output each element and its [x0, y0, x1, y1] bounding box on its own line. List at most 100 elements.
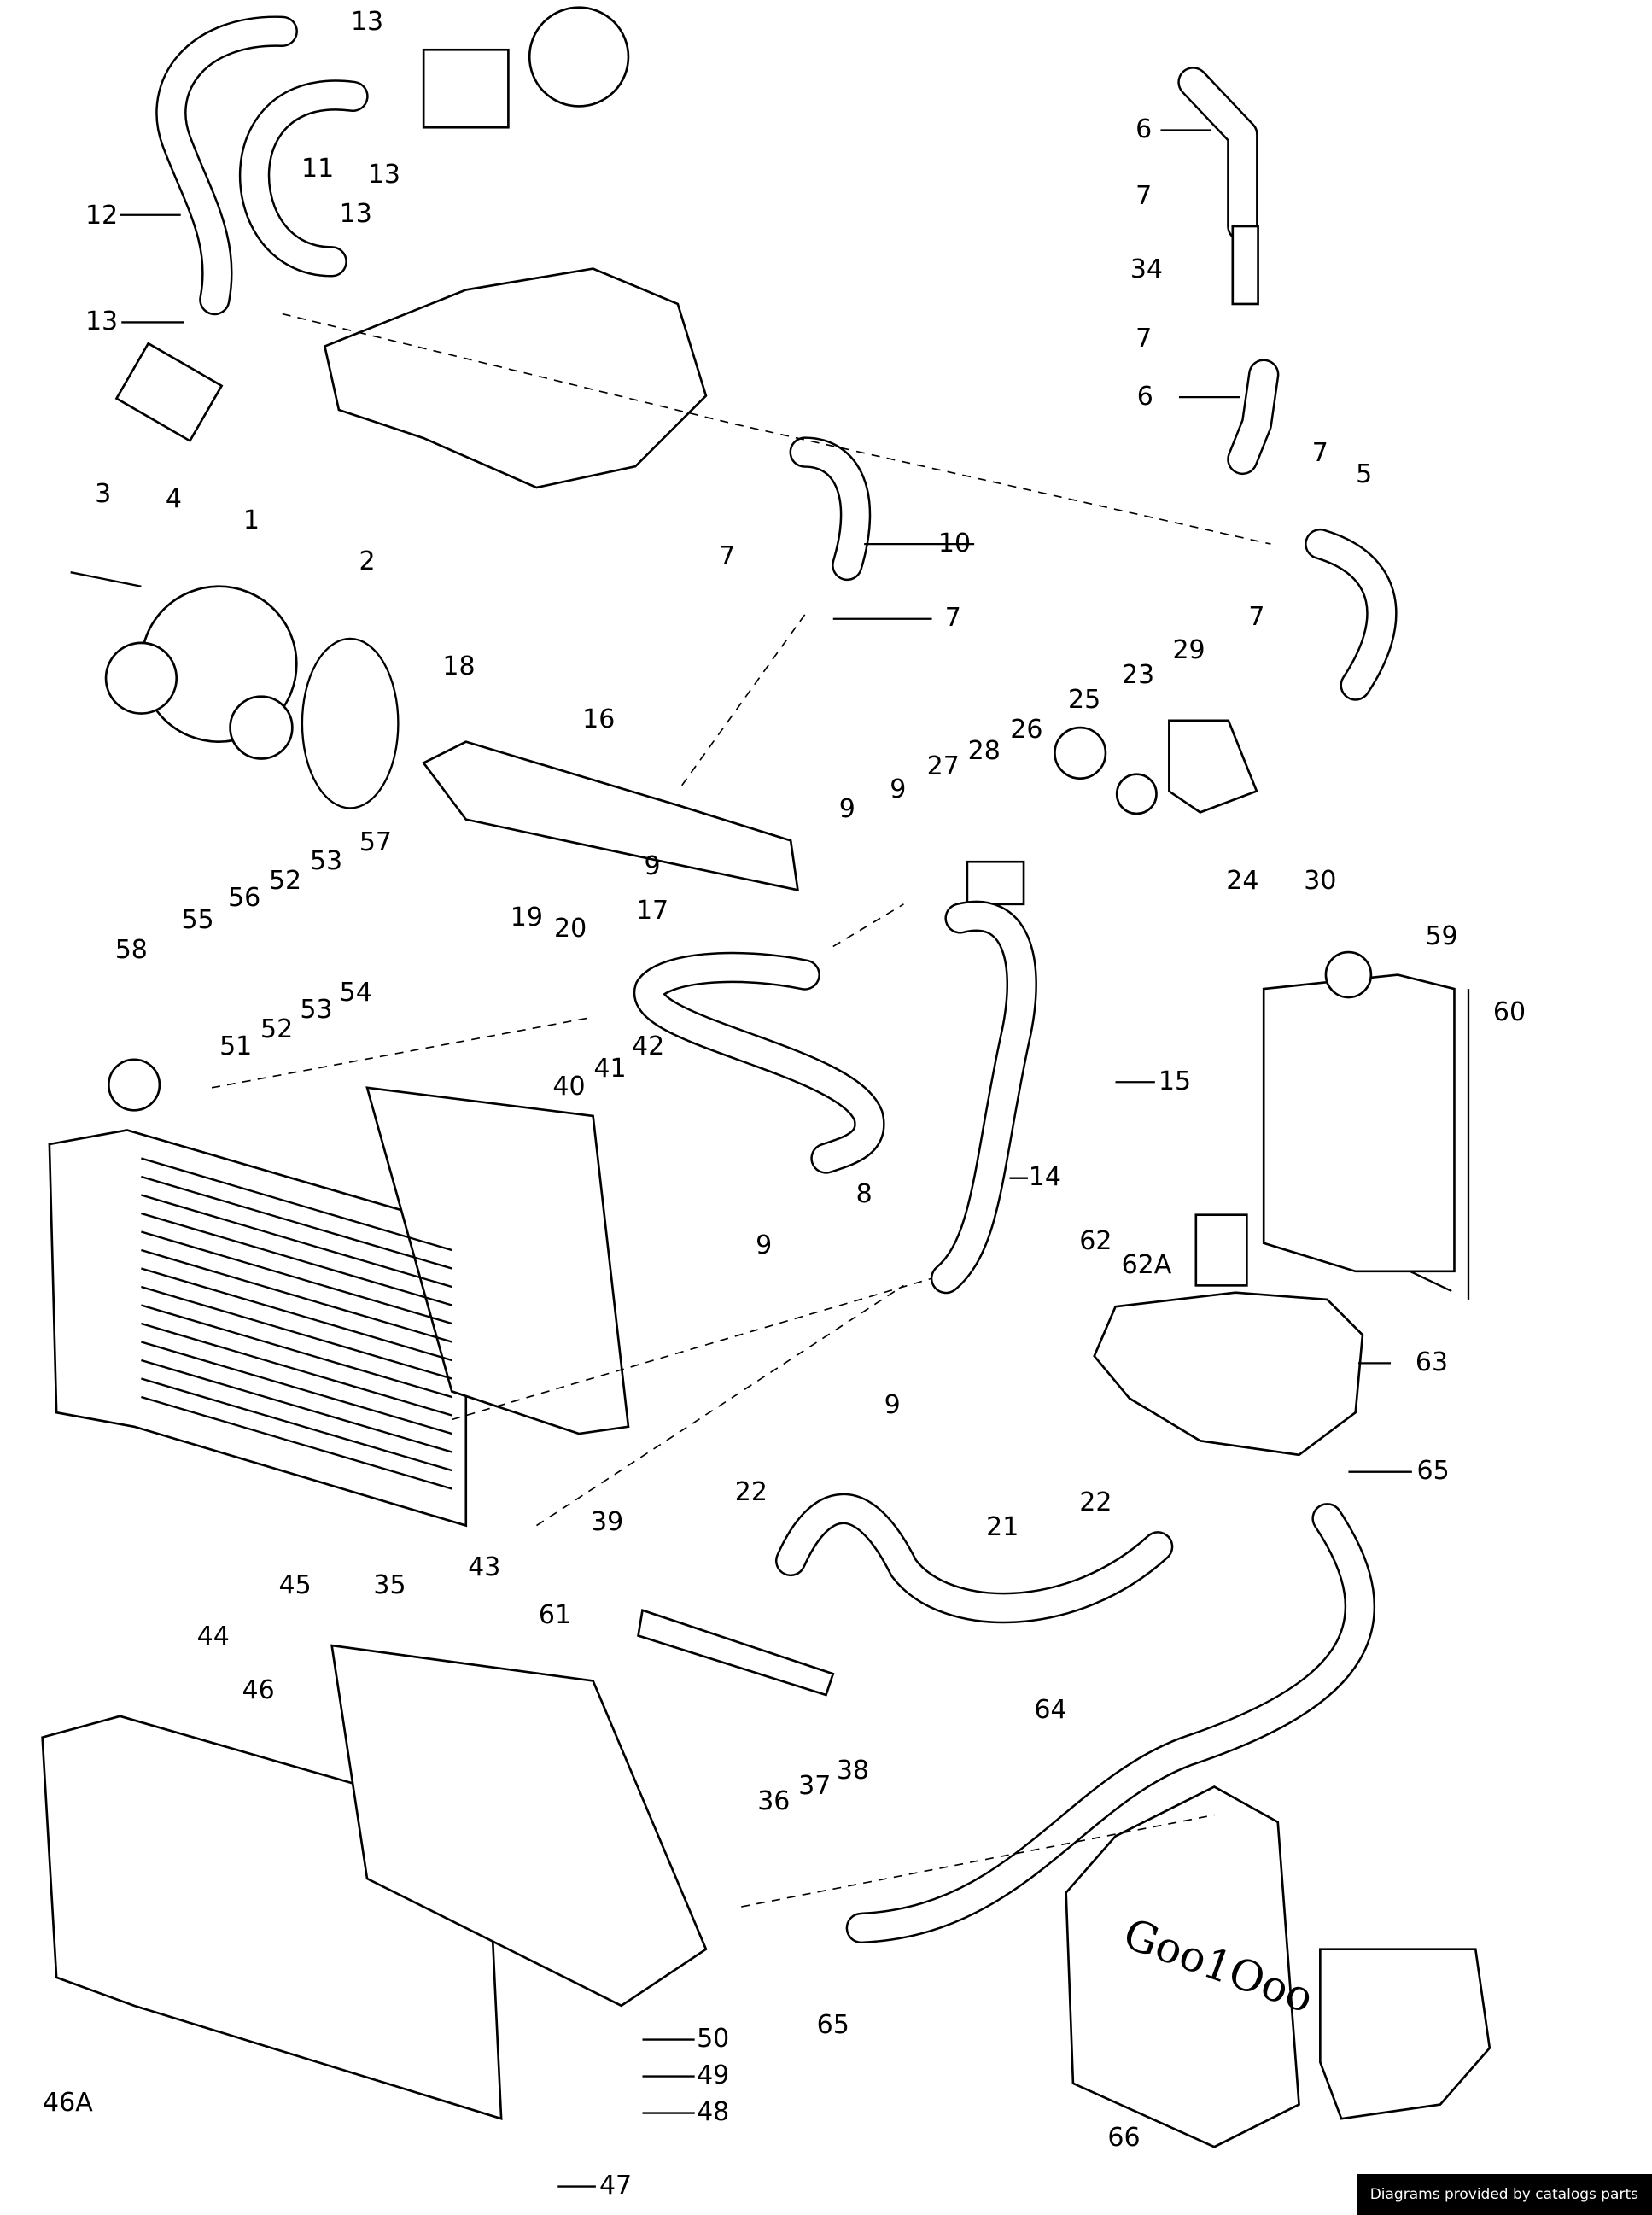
callout-60: 60 [1492, 996, 1526, 1027]
callout-45: 45 [278, 1570, 312, 1601]
callout-4: 4 [165, 484, 182, 515]
callout-9: 9 [838, 793, 855, 824]
callout-22: 22 [734, 1477, 768, 1508]
callout-28: 28 [967, 735, 1001, 766]
callout-62a: 62A [1121, 1249, 1172, 1280]
callout-29: 29 [1172, 635, 1205, 666]
callout-18: 18 [442, 651, 476, 681]
hose-11 [238, 79, 369, 278]
callout-66: 66 [1107, 2122, 1141, 2153]
callout-13: 13 [339, 199, 372, 230]
intake-manifold [114, 6, 708, 489]
callout-53: 53 [300, 994, 333, 1025]
footer-credit: Diagrams provided by catalogs parts [1356, 2174, 1652, 2215]
callout-9: 9 [756, 1230, 773, 1260]
callout-44: 44 [196, 1621, 230, 1651]
callout-7: 7 [1248, 601, 1265, 632]
callout-59: 59 [1425, 920, 1458, 951]
callout-35: 35 [373, 1570, 406, 1601]
callout-5: 5 [1356, 459, 1373, 489]
callout-65: 65 [1416, 1456, 1450, 1487]
callout-9: 9 [884, 1389, 901, 1420]
radiator-side [1262, 950, 1470, 1300]
radiator-lower [41, 1644, 708, 2120]
callout-7: 7 [1311, 437, 1328, 468]
callout-63: 63 [1415, 1347, 1449, 1377]
callout-6: 6 [1135, 114, 1153, 145]
callout-25: 25 [1068, 685, 1101, 716]
callout-52: 52 [268, 866, 302, 896]
callout-62: 62 [1079, 1225, 1112, 1256]
callout-50: 50 [697, 2024, 730, 2054]
callout-58: 58 [114, 935, 148, 966]
coolant-canister-66: Goo1Ooo [1065, 1785, 1491, 2148]
callout-46a: 46A [43, 2087, 93, 2118]
callout-54: 54 [339, 977, 372, 1008]
callout-17: 17 [635, 895, 669, 926]
callout-3: 3 [95, 478, 112, 509]
callout-49: 49 [697, 2060, 730, 2091]
radiator-upper [48, 1058, 630, 1528]
callout-52: 52 [260, 1014, 294, 1044]
hose-6-34 [1177, 67, 1280, 476]
callout-61: 61 [538, 1600, 572, 1630]
callout-56: 56 [228, 882, 261, 913]
callout-11: 11 [301, 154, 335, 184]
callout-53: 53 [309, 845, 343, 876]
callout-1: 1 [242, 506, 260, 536]
callout-14: 14 [1028, 1162, 1061, 1193]
hose-12 [155, 15, 298, 316]
callout-64: 64 [1034, 1694, 1067, 1725]
pipe-16 [422, 719, 1258, 906]
callout-15: 15 [1158, 1066, 1192, 1096]
callout-40: 40 [552, 1072, 586, 1102]
callout-41: 41 [593, 1053, 627, 1084]
callout-27: 27 [926, 751, 960, 782]
hose-5 [1305, 528, 1398, 701]
callout-26: 26 [1010, 715, 1043, 745]
callout-8: 8 [855, 1179, 873, 1210]
expansion-tank-63 [1093, 1213, 1364, 1457]
callout-6: 6 [1136, 381, 1153, 412]
callout-7: 7 [1135, 180, 1153, 211]
callout-48: 48 [697, 2097, 730, 2128]
callout-9: 9 [890, 774, 907, 804]
callout-7: 7 [944, 603, 961, 634]
callout-9: 9 [644, 851, 661, 882]
water-pump [70, 571, 400, 809]
callout-10: 10 [937, 528, 972, 558]
callout-7: 7 [719, 541, 736, 571]
callout-51: 51 [219, 1031, 253, 1061]
callout-16: 16 [582, 704, 616, 735]
callout-55: 55 [181, 905, 214, 936]
callout-21: 21 [986, 1512, 1019, 1543]
callout-65: 65 [816, 2009, 849, 2040]
callout-19: 19 [510, 903, 543, 932]
callout-57: 57 [359, 827, 393, 858]
callout-20: 20 [554, 914, 587, 944]
hose-14 [930, 900, 1037, 1295]
hose-8 [633, 951, 885, 1174]
callout-13: 13 [350, 7, 384, 38]
callout-37: 37 [798, 1771, 832, 1802]
callout-12: 12 [85, 201, 119, 231]
callout-34: 34 [1130, 254, 1164, 284]
callout-38: 38 [836, 1755, 870, 1785]
callout-22: 22 [1079, 1487, 1112, 1517]
callout-46: 46 [242, 1674, 275, 1705]
callout-30: 30 [1304, 866, 1337, 896]
callout-47: 47 [598, 2171, 633, 2201]
leader-lines [120, 129, 1412, 2188]
callout-7: 7 [1135, 323, 1153, 354]
callout-23: 23 [1121, 659, 1155, 690]
callout-36: 36 [757, 1786, 791, 1817]
callout-24: 24 [1226, 866, 1259, 896]
hose-21 [637, 1493, 1174, 1697]
hose-64 [845, 1503, 1376, 1944]
hose-10 [789, 436, 872, 582]
callout-13: 13 [367, 160, 400, 190]
callout-42: 42 [632, 1031, 665, 1061]
callout-13: 13 [85, 307, 119, 337]
